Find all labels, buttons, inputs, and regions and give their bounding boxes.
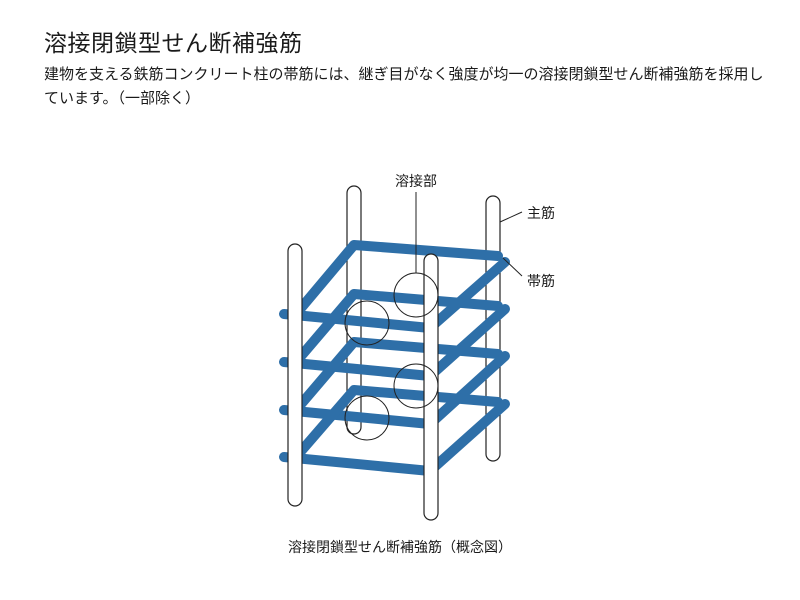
hoop-leader-line <box>502 257 523 277</box>
main-bar-leader-line <box>499 211 523 223</box>
page-description: 建物を支える鉄筋コンクリート柱の帯筋には、継ぎ目がなく強度が均一の溶接閉鎖型せん… <box>44 65 764 107</box>
main-bar-front-left <box>287 243 303 507</box>
weld-label: 溶接部 <box>395 173 437 190</box>
diagram-caption: 溶接閉鎖型せん断補強筋（概念図） <box>288 540 512 556</box>
main-bar-front-right <box>423 253 439 521</box>
weld-circle <box>393 363 439 409</box>
main-bar-label: 主筋 <box>527 205 555 222</box>
hoop-middle <box>279 289 510 381</box>
weld-circle <box>344 395 390 441</box>
weld-circle <box>344 300 390 346</box>
hoop-label: 帯筋 <box>527 273 555 290</box>
weld-markers <box>344 272 439 441</box>
page-title: 溶接閉鎖型せん断補強筋 <box>44 31 303 57</box>
hoop-top <box>279 240 510 333</box>
hoop-bottom <box>279 385 510 476</box>
hoops <box>279 240 510 476</box>
